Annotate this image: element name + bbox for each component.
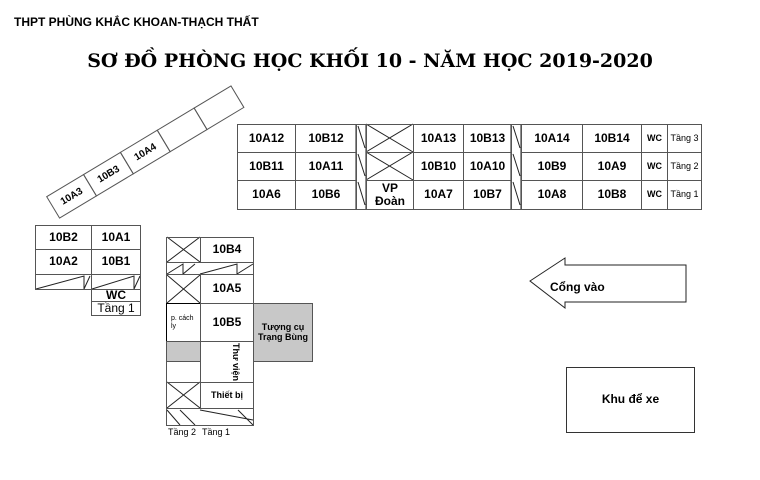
floor-label: Tầng 3 — [667, 124, 702, 153]
diagonal-block: 10A3 10B3 10A4 — [46, 83, 248, 219]
room: 10B2 — [35, 225, 92, 250]
stairs — [166, 408, 254, 426]
floor-label: Tầng 1 — [667, 180, 702, 210]
room: 10A12 — [237, 124, 296, 153]
room: 10B6 — [295, 180, 357, 210]
room: 10A1 — [91, 225, 141, 250]
wc: WC — [641, 152, 668, 181]
room: 10A7 — [413, 180, 464, 210]
statue: Tượng cụ Trạng Bùng — [253, 303, 313, 362]
room: 10B12 — [295, 124, 357, 153]
equipment-room: Thiết bị — [200, 382, 254, 409]
room: 10A8 — [521, 180, 583, 210]
room-closed — [166, 382, 201, 409]
room: 10A14 — [521, 124, 583, 153]
school-name: THPT PHÙNG KHẮC KHOAN-THẠCH THẤT — [14, 15, 259, 29]
room: 10A6 — [237, 180, 296, 210]
room: 10B11 — [237, 152, 296, 181]
room-closed — [166, 274, 201, 304]
room-closed — [166, 237, 201, 263]
gray-area — [166, 341, 201, 362]
room: 10B4 — [200, 237, 254, 263]
floor-label: Tầng 1 — [91, 301, 141, 316]
stairs — [35, 274, 92, 290]
library-label: Thư viện — [231, 342, 241, 382]
page-title: SƠ ĐỒ PHÒNG HỌC KHỐI 10 - NĂM HỌC 2019-2… — [87, 50, 653, 72]
room: 10B9 — [521, 152, 583, 181]
room-closed — [366, 152, 414, 181]
room: 10A5 — [200, 274, 254, 304]
room: 10B7 — [463, 180, 512, 210]
room: 10B8 — [582, 180, 642, 210]
room: 10B13 — [463, 124, 512, 153]
isolation-room: p. cách ly — [166, 303, 201, 342]
gate-label: Cổng vào — [550, 280, 605, 294]
room: 10A9 — [582, 152, 642, 181]
room: 10A2 — [35, 249, 92, 275]
vp-doan: VP Đoàn — [366, 180, 414, 210]
floor-label: Tầng 2 — [667, 152, 702, 181]
room-closed — [366, 124, 414, 153]
room: 10B1 — [91, 249, 141, 275]
floor-label: Tầng 2 — [168, 427, 197, 437]
floor-label: Tầng 1 — [202, 427, 231, 437]
room: 10A11 — [295, 152, 357, 181]
parking-area: Khu để xe — [566, 367, 695, 433]
room: 10A13 — [413, 124, 464, 153]
room: 10B14 — [582, 124, 642, 153]
room: 10B10 — [413, 152, 464, 181]
stairs — [511, 124, 522, 210]
wc: WC — [641, 124, 668, 153]
wc: WC — [641, 180, 668, 210]
room: 10A10 — [463, 152, 512, 181]
empty-cell — [166, 361, 201, 383]
room: 10B5 — [200, 303, 254, 342]
stairs — [356, 124, 367, 210]
library: Thư viện — [200, 341, 254, 383]
